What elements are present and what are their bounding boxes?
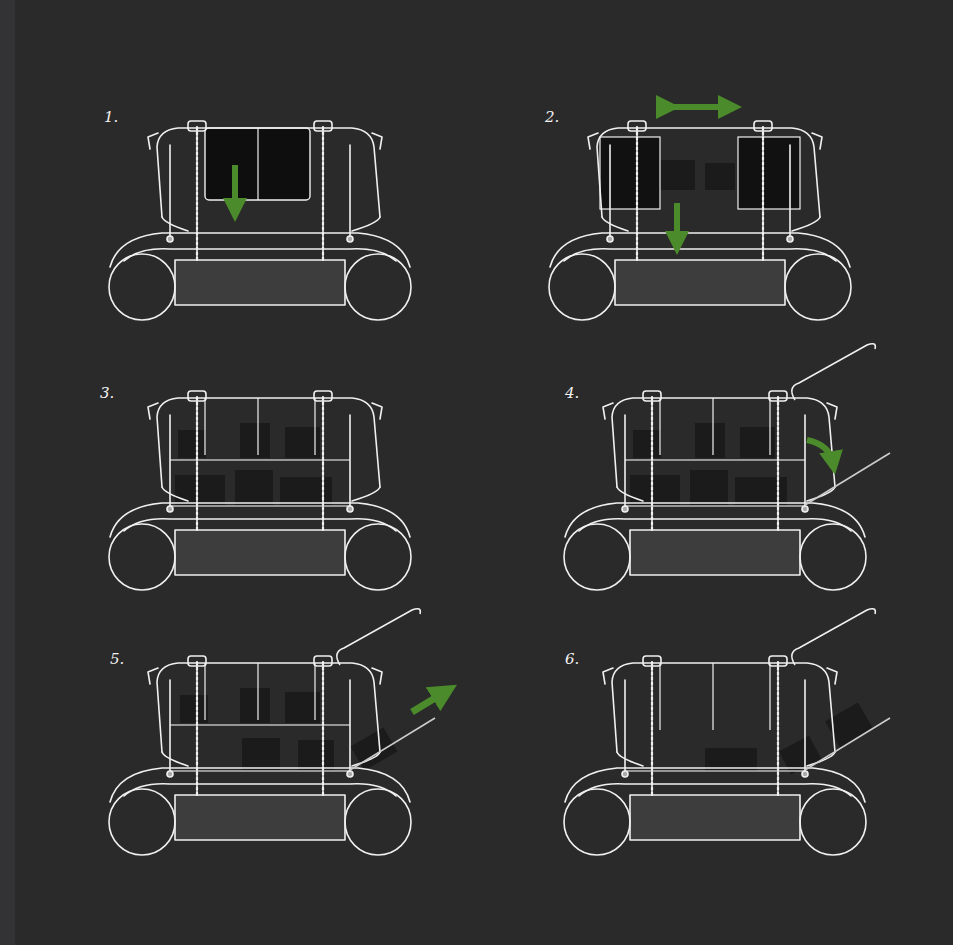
cargo-box (690, 470, 728, 505)
cargo-box (175, 475, 225, 505)
vehicle-panel-4 (564, 344, 890, 590)
vehicle-outline (109, 391, 411, 590)
lid-handle (792, 609, 876, 665)
ramp (805, 453, 890, 505)
cargo-box (660, 160, 695, 190)
vehicle-panel-6 (564, 609, 890, 855)
step-number: 5. (110, 650, 124, 668)
door-frame (660, 398, 770, 455)
ramp (805, 718, 890, 770)
panel-background (15, 0, 953, 945)
door-divider (257, 128, 258, 200)
cargo-box (298, 740, 334, 770)
unload-arrow (412, 692, 445, 712)
vehicle-panel-2 (549, 107, 851, 320)
step-number: 6. (565, 650, 579, 668)
cargo-box (180, 695, 208, 723)
move-arrow (674, 203, 680, 243)
cargo-box (242, 738, 280, 770)
cargo-box (240, 688, 270, 723)
ramp (350, 718, 435, 770)
door-frame (205, 398, 315, 455)
door-frame (205, 663, 315, 720)
slide-arrow (668, 104, 730, 110)
step-number: 4. (565, 384, 579, 402)
cargo-box (178, 430, 206, 458)
glass-door (205, 128, 310, 200)
lid-handle (792, 344, 876, 400)
lid-handle (337, 609, 421, 665)
vehicle-outline (549, 121, 851, 320)
step-number: 1. (104, 108, 118, 126)
vehicle-outline (564, 656, 866, 855)
vehicle-panel-5 (109, 609, 445, 855)
cargo-box (630, 475, 680, 505)
cargo-box (235, 470, 273, 505)
cargo-box (735, 477, 787, 505)
vehicle-outline (109, 121, 411, 320)
door-frame (660, 663, 770, 730)
tilt-arrow (807, 440, 833, 463)
vehicle-outline (564, 391, 866, 590)
step-number: 3. (100, 384, 114, 402)
vehicle-panel-1 (109, 121, 411, 320)
cargo-box (705, 163, 735, 190)
step-number: 2. (545, 108, 559, 126)
cargo-box (633, 430, 661, 458)
vehicle-outline (109, 656, 411, 855)
cargo-box (695, 423, 725, 458)
move-arrow (232, 165, 238, 210)
vehicle-panel-3 (109, 391, 411, 590)
cargo-box (240, 423, 270, 458)
cargo-box (280, 477, 332, 505)
glass-door (600, 137, 660, 209)
